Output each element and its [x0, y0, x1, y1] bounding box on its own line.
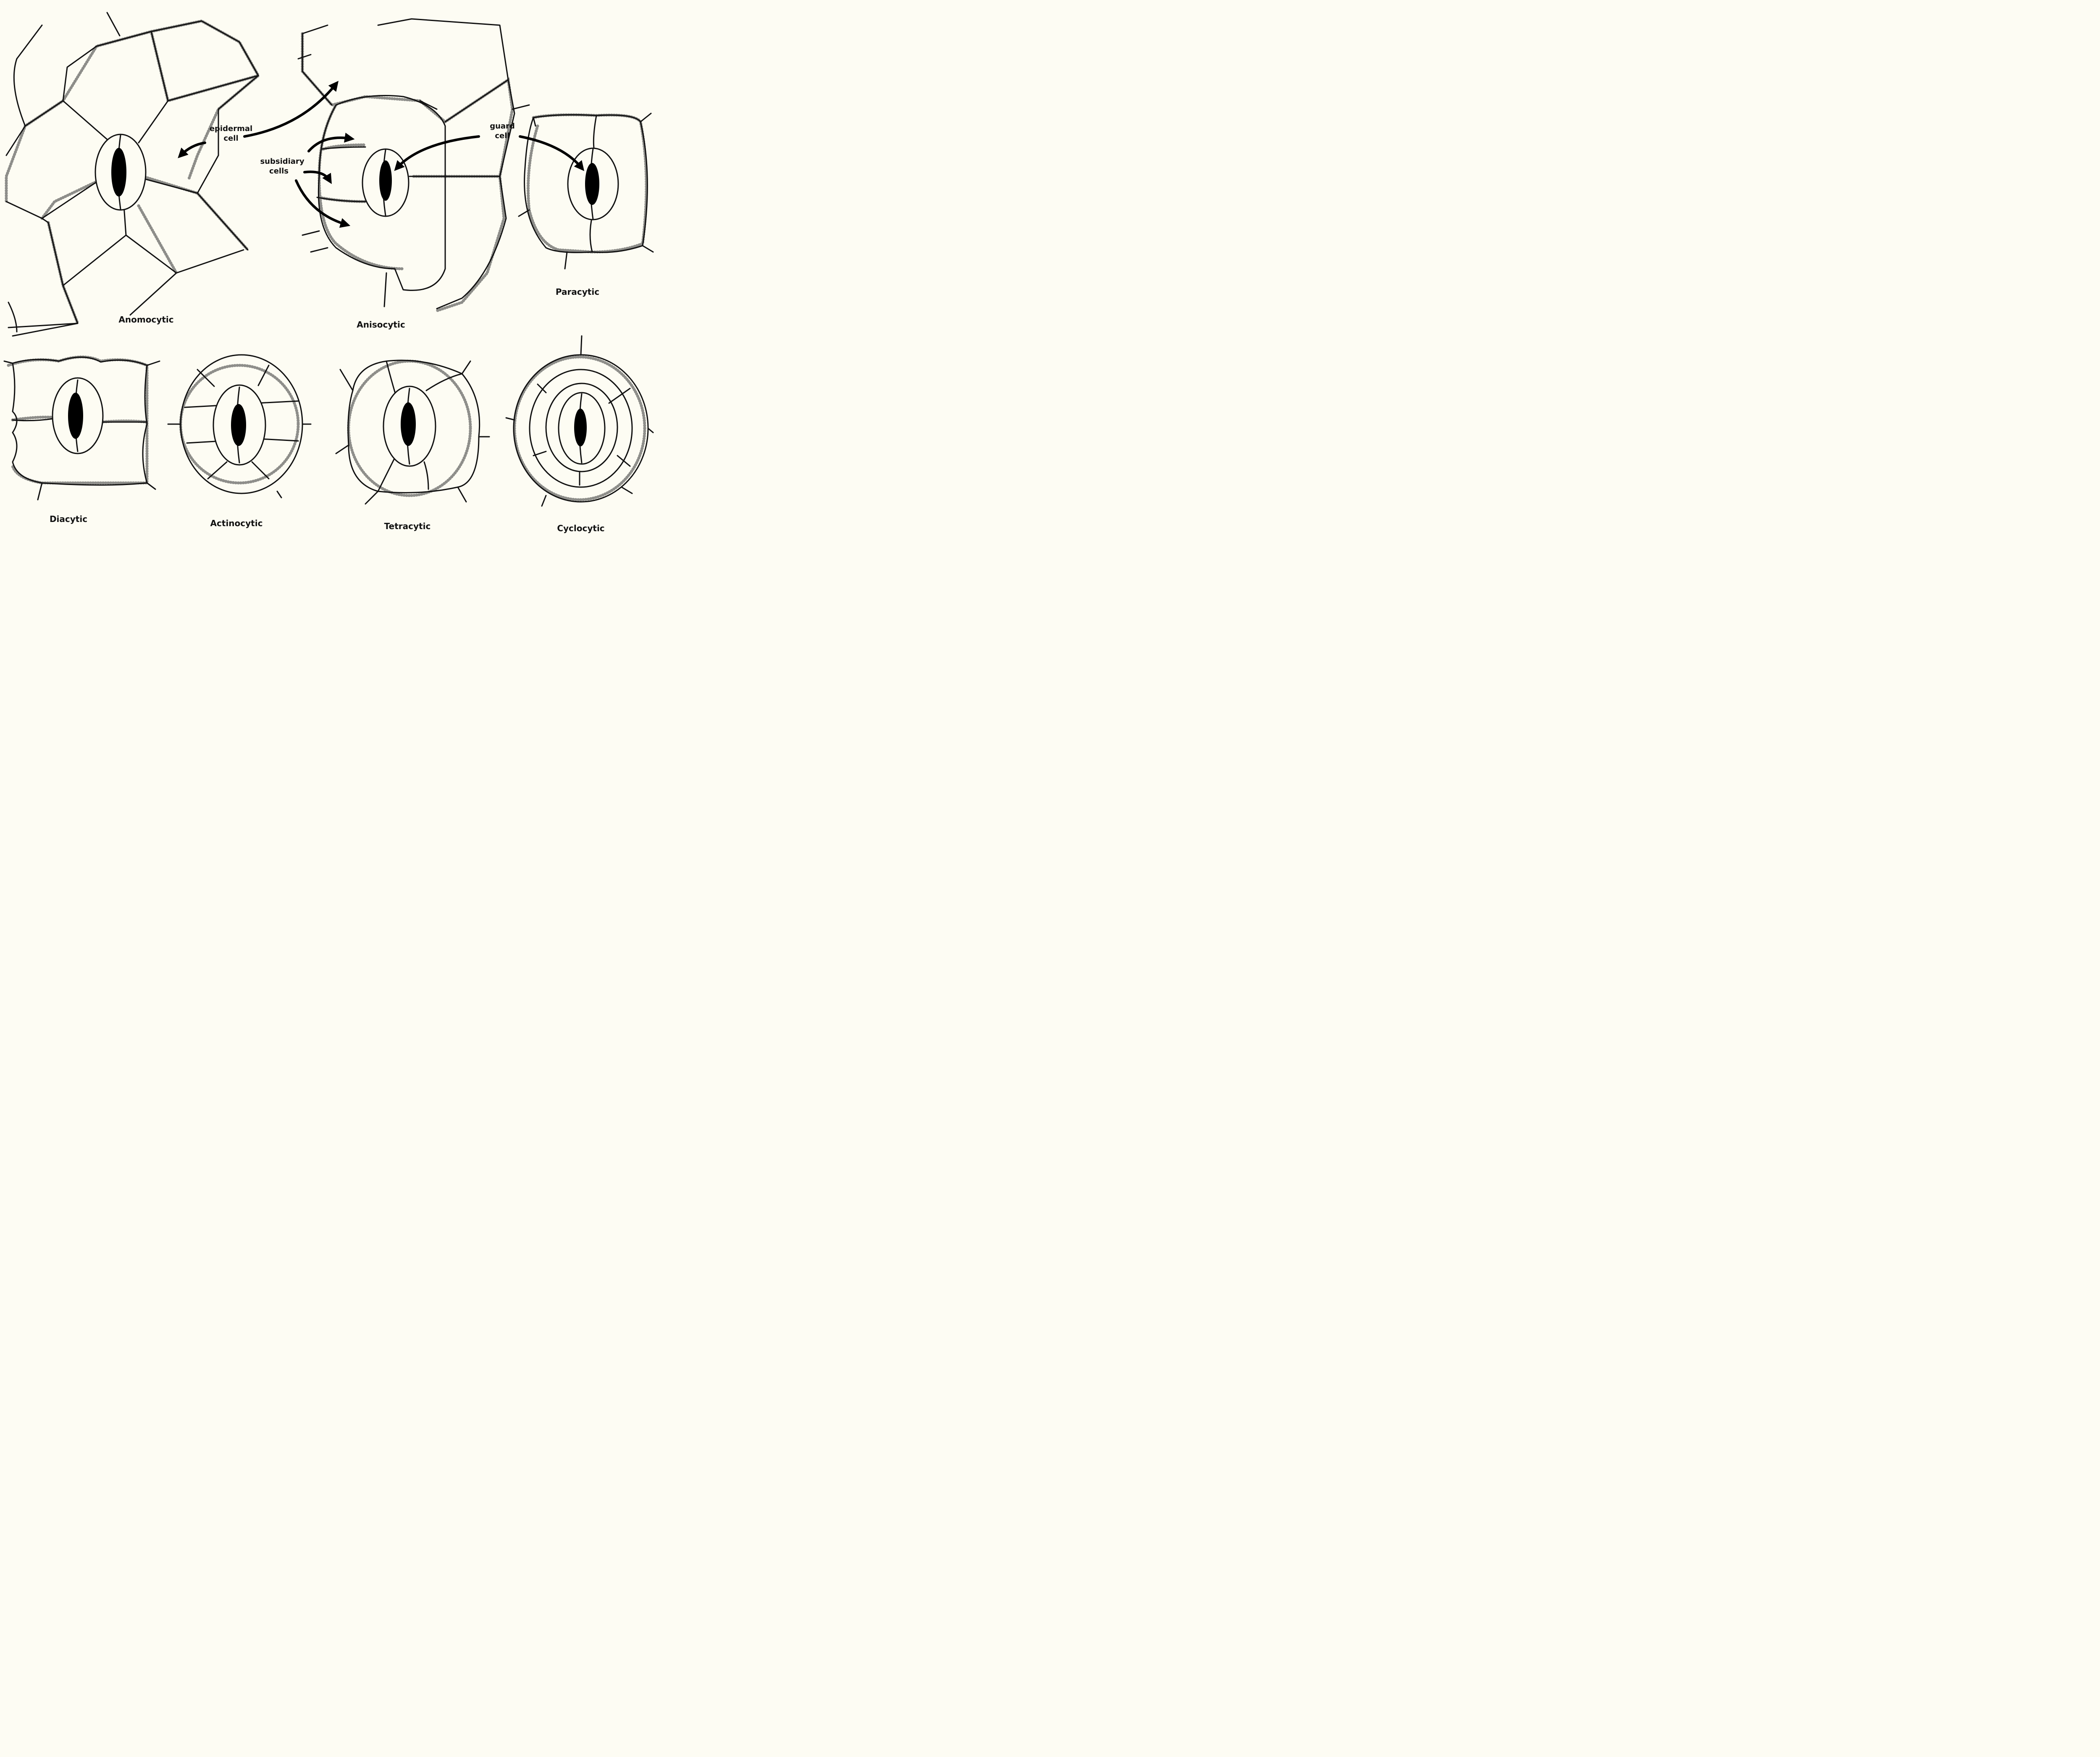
guard-cell-label-line2: cell [495, 131, 509, 140]
anisocytic-label: Anisocytic [357, 320, 405, 330]
anomocytic-label: Anomocytic [118, 315, 173, 325]
diacytic-label: Diacytic [50, 514, 87, 524]
actinocytic-stoma-drawing [168, 355, 311, 498]
paracytic-label: Paracytic [556, 287, 599, 297]
subsidiary-cells-label-line1: subsidiary [260, 157, 304, 166]
diacytic-stoma-drawing [4, 357, 160, 500]
stomata-types-diagram: epidermal cell guard cell subsidiary cel… [0, 0, 659, 539]
tetracytic-stoma-drawing [336, 360, 489, 504]
tetracytic-label: Tetracytic [384, 521, 431, 531]
subsidiary-cells-label-line2: cells [269, 167, 289, 176]
anomocytic-stoma-drawing [6, 13, 258, 336]
epidermal-cell-label-line2: cell [223, 134, 238, 143]
guard-cell-label-line1: guard [490, 122, 515, 131]
cyclocytic-label: Cyclocytic [557, 523, 604, 533]
paracytic-stoma-drawing [519, 113, 653, 269]
actinocytic-label: Actinocytic [210, 518, 263, 528]
epidermal-cell-label-line1: epidermal [210, 124, 252, 133]
cyclocytic-stoma-drawing [506, 336, 653, 506]
anisocytic-stoma-drawing [298, 19, 529, 311]
